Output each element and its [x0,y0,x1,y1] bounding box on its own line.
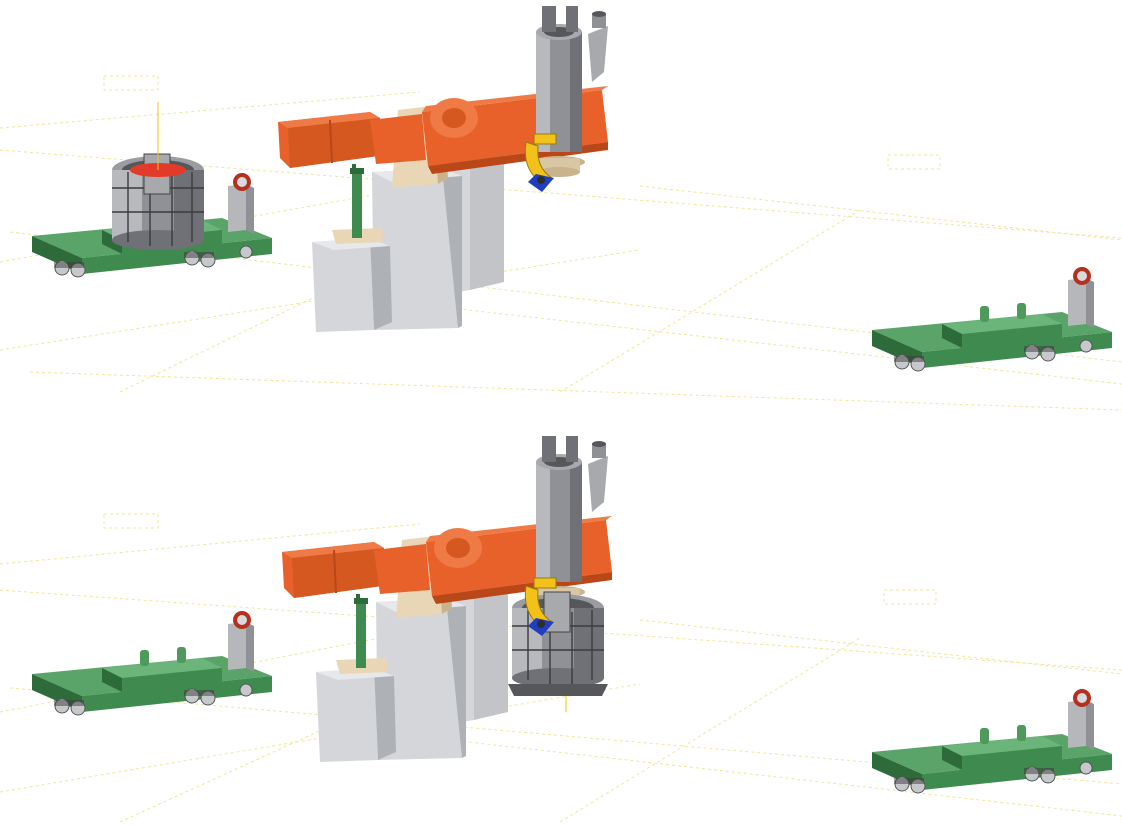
scene-top-svg [0,6,1122,411]
right-transfer-car [871,266,1113,372]
left-transfer-car [31,610,273,716]
scene-panel-top [0,0,1122,412]
scene-panel-bottom [0,412,1122,824]
scene-bottom-svg [0,436,1122,823]
ladle-on-car [111,102,205,251]
lifted-ladle [508,591,608,712]
right-transfer-car [871,688,1113,794]
ladle-base-frame [508,684,608,696]
